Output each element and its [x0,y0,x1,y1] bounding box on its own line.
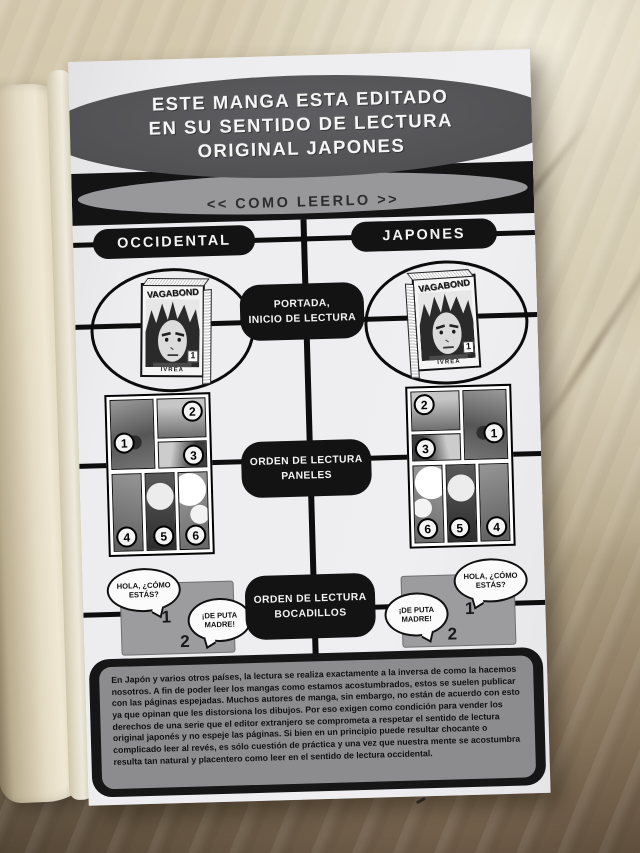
row2-label-line2: PANELES [281,469,333,483]
row1-label-pill: PORTADA, INICIO DE LECTURA [239,281,365,342]
panel-number-badge: 2 [413,393,435,416]
row2-label-pill: ORDEN DE LECTURA PANELES [240,438,373,499]
manga-panel: 3 [411,433,462,462]
book-volume-number: 1 [187,350,199,363]
page-title: ESTE MANGA ESTA EDITADO EN SU SENTIDO DE… [73,82,529,167]
bubble-order-japones: HOLA, ¿CÓMO ESTÁS? ¡DE PUTA MADRE! 1 2 [383,557,529,648]
manga-panel: 4 [111,473,144,552]
panel-column: 2 3 [410,390,462,462]
panel-number-badge: 1 [483,421,505,444]
manga-page-bottom: 4 5 6 [111,471,210,552]
manga-page-top: 1 2 3 [410,388,509,462]
title-line-2: EN SU SENTIDO DE LECTURA [148,109,454,139]
manga-page-top: 1 2 3 [109,397,208,470]
bubble-order-occidental: HOLA, ¿CÓMO ESTÁS? ¡DE PUTA MADRE! 1 2 [106,567,253,656]
manga-instruction-page: ESTE MANGA ESTA EDITADO EN SU SENTIDO DE… [68,49,551,806]
panel-number-badge: 3 [414,438,437,460]
explanation-frame: En Japón y varios otros países, la lectu… [88,646,547,798]
musashi-portrait-art [417,289,476,362]
panel-order-occidental: 1 2 3 4 5 6 [104,392,215,558]
row3-label-line2: BOCADILLOS [274,607,347,621]
panel-number-badge: 4 [485,515,508,538]
manga-panel: 1 [462,388,509,461]
explanation-box: En Japón y varios otros países, la lectu… [98,655,537,790]
manga-panel: 4 [478,462,511,542]
row3-label-line1: ORDEN DE LECTURA [253,591,367,606]
row1-label-line2: INICIO DE LECTURA [248,312,357,327]
book-volume-number: 1 [462,340,475,354]
section-title: << COMO LEERLO >> [206,191,400,214]
panel-number-badge: 6 [184,524,207,546]
row2-label-line1: ORDEN DE LECTURA [249,453,363,468]
book-cover-art [145,298,200,368]
explanation-paragraph: En Japón y varios otros países, la lectu… [111,663,521,767]
speech-bubble-reply: ¡DE PUTA MADRE! [187,597,253,643]
manga-panel: 5 [144,472,177,551]
bubble-number-2: 2 [179,631,190,652]
row1-label-line1: PORTADA, [273,297,331,310]
panel-number-badge: 2 [181,400,204,422]
manga-panel: 6 [177,471,210,551]
speech-bubble-greeting: HOLA, ¿CÓMO ESTÁS? [453,557,529,604]
panel-number-badge: 5 [152,525,175,547]
manga-panel: 5 [445,463,478,543]
musashi-portrait-art [145,298,200,368]
manga-panel: 2 [156,397,207,439]
column-header-japones: JAPONES [350,218,498,253]
book-cover-japones: VAGABOND 1 IVREA [411,273,482,372]
debris-speck [415,796,427,805]
book-title: VAGABOND [146,286,199,300]
panel-number-badge: 5 [448,516,471,539]
panel-number-badge: 3 [182,444,205,467]
book-cover-art [417,289,476,362]
book-cover-occidental: VAGABOND 1 IVREA [140,282,205,378]
japones-cover-ellipse: VAGABOND 1 IVREA [362,258,531,387]
speech-bubble-reply: ¡DE PUTA MADRE! [383,591,450,638]
panel-order-japones: 1 2 3 4 5 6 [405,383,516,549]
panel-number-badge: 1 [113,432,135,454]
manga-page-bottom: 4 5 6 [412,462,511,544]
manga-panel: 3 [157,440,208,469]
panel-column: 2 3 [156,397,208,469]
occidental-cover-ellipse: VAGABOND 1 IVREA [88,265,257,395]
speech-bubble-greeting: HOLA, ¿CÓMO ESTÁS? [106,567,182,614]
bubble-number-2: 2 [447,624,458,644]
manga-panel: 2 [410,390,461,432]
panel-number-badge: 4 [115,526,138,548]
manga-panel: 1 [109,398,156,470]
book-publisher: IVREA [160,367,184,374]
title-line-3: ORIGINAL JAPONES [197,134,406,162]
panel-number-badge: 6 [416,517,439,540]
row3-label-pill: ORDEN DE LECTURA BOCADILLOS [244,572,377,641]
manga-panel: 6 [412,464,445,544]
column-header-occidental: OCCIDENTAL [92,224,256,260]
